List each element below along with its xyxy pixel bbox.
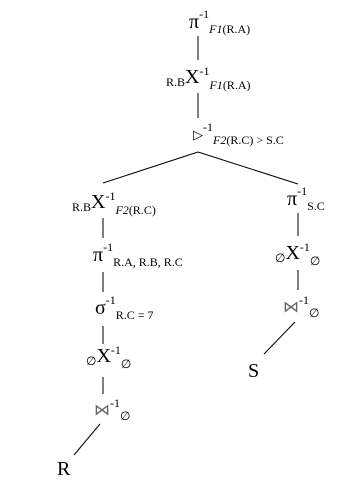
leaf-relation-r: R [57,458,71,480]
node-inverse-aggregation-f2: R.BX-1F2(R.C) [72,189,156,217]
node-subscript-function: F1 [208,78,222,92]
node-superscript: -1 [105,189,115,203]
node-subscript: R.A, R.B, R.C [113,255,183,269]
bowtie-join-icon: ⋈ [283,297,299,316]
edge-n8-r [73,423,101,456]
node-superscript: -1 [199,7,209,21]
node-inverse-aggregation-empty-right: ∅X-1∅ [275,240,320,268]
node-inverse-aggregation-empty-left: ∅X-1∅ [86,343,131,371]
svg-text:π-1R.A, R.B, R.C: π-1R.A, R.B, R.C [93,240,183,269]
empty-set-icon: ∅ [121,357,131,371]
node-superscript: -1 [297,184,307,198]
node-operator: π [189,11,199,33]
node-subscript: (R.C) > S.C [226,133,283,147]
svg-text:⋈-1∅: ⋈-1∅ [283,293,319,320]
node-inverse-selection: σ-1R.C = 7 [95,293,154,322]
node-prefix: R.B [72,200,91,214]
leaf-relation-s: S [248,360,259,382]
node-operator: π [93,244,103,266]
node-subscript-function: F2 [114,203,128,217]
node-superscript: -1 [199,64,209,78]
node-inverse-natural-join-right: ⋈-1∅ [283,293,319,320]
svg-text:▷-1F2(R.C) > S.C: ▷-1F2(R.C) > S.C [193,120,284,147]
edge-n3-n9 [197,151,299,185]
svg-text:∅X-1∅: ∅X-1∅ [275,240,320,268]
empty-set-icon: ∅ [309,306,319,320]
node-superscript: -1 [110,396,120,410]
svg-text:R.BX-1F2(R.C): R.BX-1F2(R.C) [72,189,156,217]
svg-text:∅X-1∅: ∅X-1∅ [86,343,131,371]
node-inverse-aggregation-f1: R.BX-1F1(R.A) [166,64,250,92]
node-superscript: -1 [111,343,121,357]
svg-text:R.BX-1F1(R.A): R.BX-1F1(R.A) [166,64,250,92]
node-subscript: (R.A) [222,22,250,36]
node-operator: X [185,66,200,88]
node-prefix: R.B [166,75,185,89]
empty-set-icon: ∅ [120,409,130,423]
svg-text:⋈-1∅: ⋈-1∅ [94,396,130,423]
node-inverse-projection-f1: π-1F1(R.A) [189,7,250,36]
empty-set-icon: ∅ [275,251,285,265]
node-superscript: -1 [103,240,113,254]
svg-text:σ-1R.C = 7: σ-1R.C = 7 [95,293,154,322]
node-subscript: S.C [307,199,325,213]
triangle-icon: ▷ [193,128,203,143]
node-superscript: -1 [106,293,116,307]
bowtie-join-icon: ⋈ [94,400,110,419]
node-superscript: -1 [300,240,310,254]
node-operator: X [96,345,111,367]
edge-n3-n4 [102,151,199,184]
node-subscript-function: F1 [208,22,222,36]
empty-set-icon: ∅ [86,354,96,368]
node-operator: X [91,191,106,213]
svg-text:π-1F1(R.A): π-1F1(R.A) [189,7,250,36]
empty-set-icon: ∅ [310,254,320,268]
node-superscript: -1 [203,120,213,134]
node-subscript: (R.A) [223,78,251,92]
node-subscript: R.C = 7 [116,308,154,322]
node-operator: X [285,242,300,264]
node-inverse-projection-s: π-1S.C [287,184,325,213]
node-operator: π [287,188,297,210]
node-operator: σ [95,297,106,319]
edge-n11-s [263,321,296,355]
node-subscript: (R.C) [129,203,156,217]
node-inverse-join-f2: ▷-1F2(R.C) > S.C [193,120,284,147]
svg-text:π-1S.C: π-1S.C [287,184,325,213]
node-subscript-function: F2 [212,133,226,147]
node-inverse-natural-join-left: ⋈-1∅ [94,396,130,423]
node-inverse-projection-r: π-1R.A, R.B, R.C [93,240,183,269]
node-superscript: -1 [299,293,309,307]
